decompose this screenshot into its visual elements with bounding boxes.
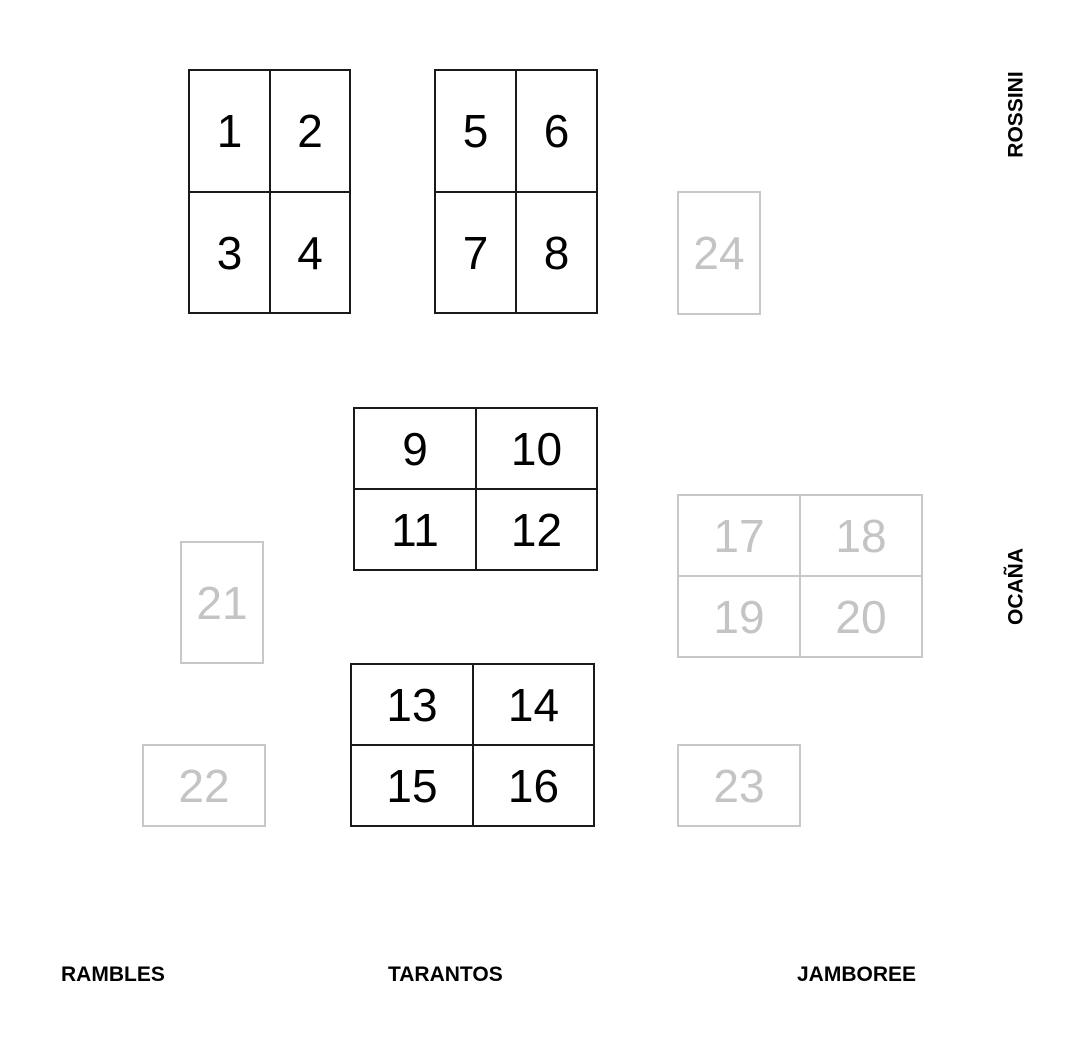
table-19[interactable]: 19: [677, 575, 801, 658]
table-7[interactable]: 7: [434, 191, 517, 314]
table-23[interactable]: 23: [677, 744, 801, 827]
table-14[interactable]: 14: [472, 663, 595, 746]
table-4[interactable]: 4: [269, 191, 351, 314]
table-6[interactable]: 6: [515, 69, 598, 193]
table-17[interactable]: 17: [677, 494, 801, 577]
table-22[interactable]: 22: [142, 744, 266, 827]
table-16[interactable]: 16: [472, 744, 595, 827]
table-21[interactable]: 21: [180, 541, 264, 664]
table-11[interactable]: 11: [353, 488, 477, 571]
street-label-tarantos: TARANTOS: [388, 963, 503, 986]
street-label-rambles: RAMBLES: [61, 963, 165, 986]
table-12[interactable]: 12: [475, 488, 598, 571]
street-label-rossini: ROSSINI: [1004, 71, 1028, 158]
table-3[interactable]: 3: [188, 191, 271, 314]
table-18[interactable]: 18: [799, 494, 923, 577]
table-20[interactable]: 20: [799, 575, 923, 658]
table-15[interactable]: 15: [350, 744, 474, 827]
table-5[interactable]: 5: [434, 69, 517, 193]
street-label-ocana: OCAÑA: [1004, 548, 1028, 625]
street-label-jamboree: JAMBOREE: [797, 963, 917, 986]
table-1[interactable]: 1: [188, 69, 271, 193]
table-13[interactable]: 13: [350, 663, 474, 746]
table-2[interactable]: 2: [269, 69, 351, 193]
table-10[interactable]: 10: [475, 407, 598, 490]
table-24[interactable]: 24: [677, 191, 761, 315]
table-8[interactable]: 8: [515, 191, 598, 314]
table-9[interactable]: 9: [353, 407, 477, 490]
